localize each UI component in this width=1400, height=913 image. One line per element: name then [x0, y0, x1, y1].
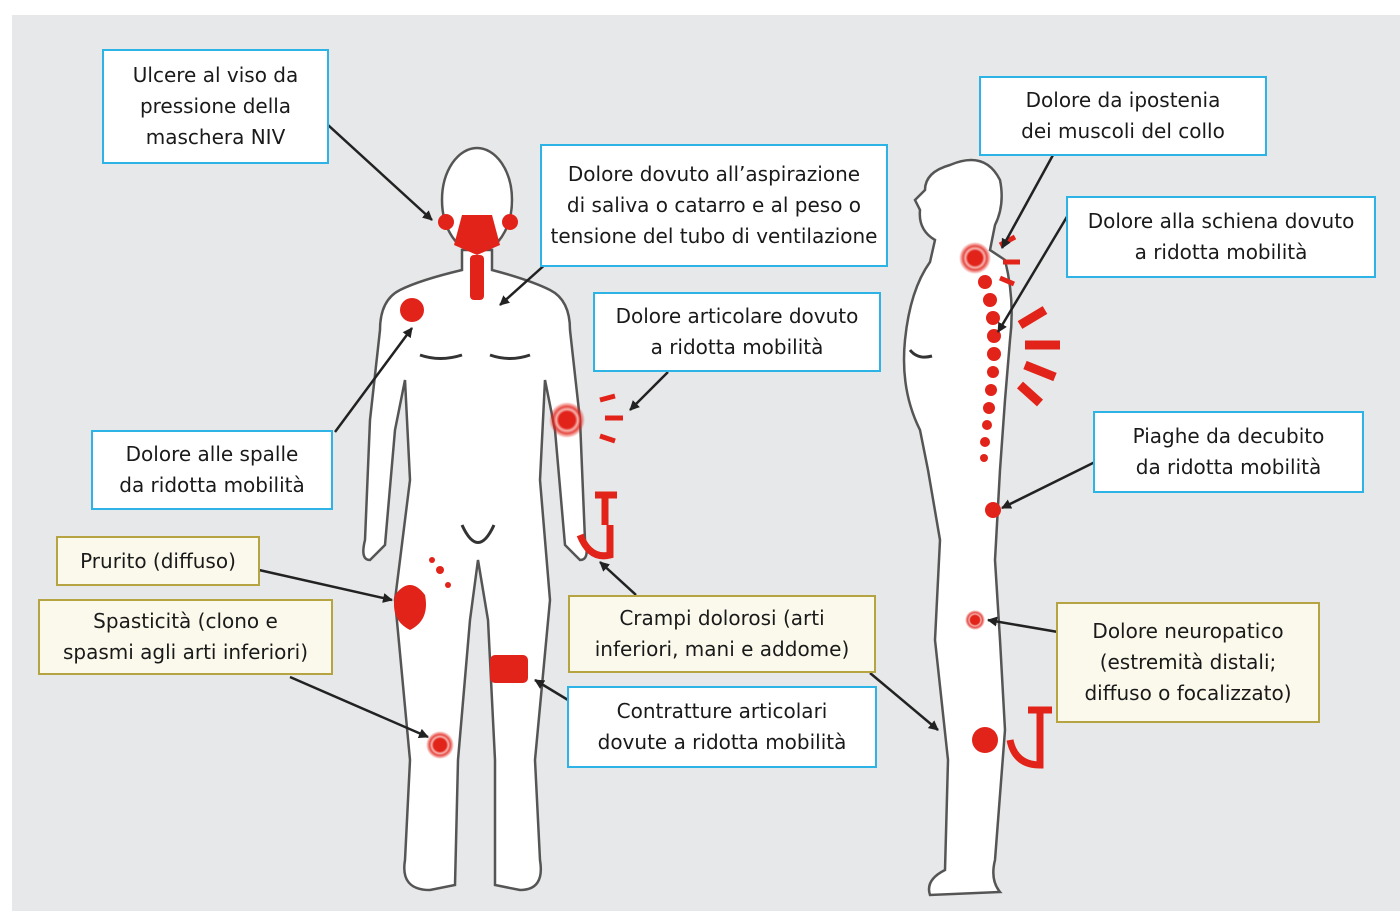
arrow-articolare	[630, 372, 668, 410]
label-crampi: Crampi dolorosi (arti inferiori, mani e …	[568, 595, 876, 673]
elbow-marker	[549, 402, 585, 438]
label-spalle: Dolore alle spalle da ridotta mobilità	[91, 430, 333, 510]
label-ipostenia: Dolore da ipostenia dei muscoli del coll…	[979, 76, 1267, 156]
pressure-sore-marker	[985, 502, 1001, 518]
back-rays	[1020, 310, 1060, 403]
label-prurito: Prurito (diffuso)	[56, 536, 260, 586]
label-schiena: Dolore alla schiena dovuto a ridotta mob…	[1066, 196, 1376, 278]
arrow-piaghe	[1002, 462, 1095, 508]
label-ulcere-viso: Ulcere al viso da pressione della masche…	[102, 49, 329, 164]
arrow-ulcere	[328, 125, 432, 220]
label-neuropatico: Dolore neuropatico (estremità distali; d…	[1056, 602, 1320, 723]
itch-dots	[436, 566, 444, 574]
arrow-prurito	[259, 570, 392, 600]
label-spasticita: Spasticità (clono e spasmi agli arti inf…	[38, 599, 333, 675]
cheek-right-marker	[502, 214, 518, 230]
arrow-crampi-side	[870, 673, 938, 730]
neck-marker	[959, 242, 991, 274]
calf-marker	[972, 727, 998, 753]
knee-contracture-marker	[490, 655, 528, 683]
side-body-outline	[904, 160, 1012, 895]
label-articolare: Dolore articolare dovuto a ridotta mobil…	[593, 292, 881, 372]
neuropathic-marker	[965, 610, 985, 630]
cheek-left-marker	[438, 214, 454, 230]
ventilation-tube-icon	[470, 255, 484, 300]
label-contratture: Contratture articolari dovute a ridotta …	[567, 686, 877, 768]
arrow-ipostenia	[1002, 155, 1053, 248]
arrow-crampi	[600, 562, 636, 595]
clamp-leg-icon	[1010, 710, 1052, 765]
spasticity-marker	[426, 731, 454, 759]
label-aspirazione: Dolore dovuto all’aspirazione di saliva …	[540, 144, 888, 267]
label-piaghe: Piaghe da decubito da ridotta mobilità	[1093, 411, 1364, 493]
elbow-rays	[600, 396, 623, 441]
shoulder-marker	[400, 298, 424, 322]
